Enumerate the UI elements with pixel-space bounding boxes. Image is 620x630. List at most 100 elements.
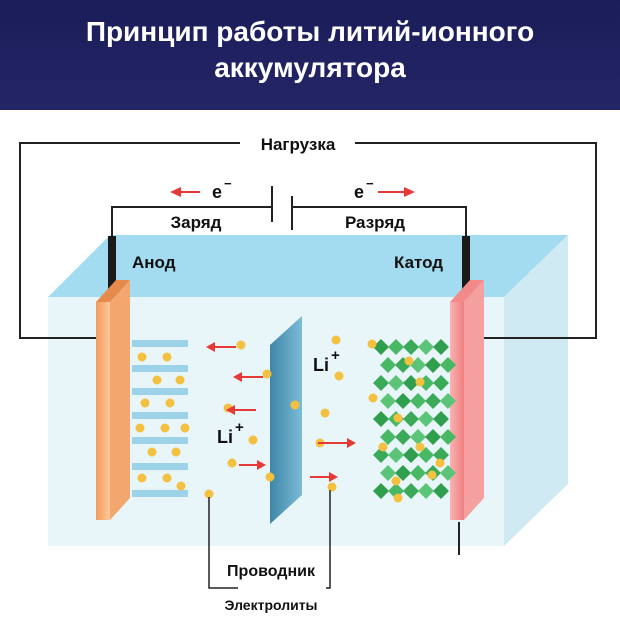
cathode-crystal [418,411,434,427]
lithium-ion [393,413,403,423]
discharge-arrow-head [404,187,415,197]
conductor-leader [208,497,238,589]
page-title: Принцип работы литий-ионного аккумулятор… [0,14,620,86]
charge-label: Заряд [171,213,222,232]
discharge-electron-indicator: e − [354,176,415,202]
discharge-wire [292,206,467,238]
lithium-ion [404,356,414,366]
cathode-crystal [403,339,419,355]
load-wire [19,142,240,339]
cathode-crystal [410,393,426,409]
ion-arrow-head [226,405,235,415]
battery-diagram: Нагрузка Заряд Разряд e − e − Анод Катод [19,135,597,613]
lithium-ion [162,473,172,483]
cathode-crystal [380,357,396,373]
title-line-2: аккумулятора [214,52,406,83]
lithium-ion [415,377,425,387]
lithium-ion [152,375,162,385]
cathode-crystal [403,483,419,499]
ion-arrow-head [257,460,266,470]
lithium-label-left: Li [217,427,233,447]
lithium-ion [435,458,445,468]
cathode-crystal [403,447,419,463]
cathode-crystal [373,339,389,355]
lithium-ion [236,340,246,350]
lithium-ion [262,369,272,379]
lithium-ion [137,473,147,483]
cell-top-face [48,235,568,297]
external-circuit [19,142,597,339]
lithium-ion [290,400,300,410]
lithium-ion [171,447,181,457]
cathode-crystal [380,465,396,481]
cathode-plate [450,280,484,520]
charge-wire [111,206,272,238]
discharge-label: Разряд [345,213,405,232]
cathode-plate-front [450,302,464,520]
conductor-callout [208,490,331,589]
load-label: Нагрузка [261,135,336,154]
lithium-ion [160,423,170,433]
charge-electron-indicator: e − [170,176,232,202]
cathode-crystal [403,375,419,391]
cathode-crystal [373,483,389,499]
title-banner: Принцип работы литий-ионного аккумулятор… [0,0,620,110]
cathode-crystal [433,339,449,355]
anode-terminal [108,236,116,294]
cathode-crystal [425,393,441,409]
cathode-label: Катод [394,253,443,272]
lithium-ion [334,371,344,381]
lithium-ion [204,489,214,499]
cathode-crystal-lattice [373,339,456,499]
cathode-crystal [425,429,441,445]
lithium-ion [176,481,186,491]
ion-arrow-head [329,472,338,482]
anode-plate [96,280,130,520]
lithium-label-right: Li [313,355,329,375]
title-line-1: Принцип работы литий-ионного [85,16,535,47]
cathode-plate-side [464,280,484,520]
ion-arrow-head [347,438,356,448]
load-wire-right [355,142,597,339]
lithium-ion [393,493,403,503]
graphite-layer [132,437,188,444]
anode-plate-front [96,302,110,520]
lithium-ion [135,423,145,433]
ion-arrow-head [233,372,242,382]
cathode-crystal [433,411,449,427]
cathode-crystal [373,411,389,427]
cathode-crystal [418,483,434,499]
anode-label: Анод [132,253,176,272]
cathode-crystal [380,393,396,409]
lithium-ion [162,352,172,362]
charge-electron-sign: − [224,176,232,191]
cell-right-face [504,235,568,546]
cathode-crystal [380,429,396,445]
lithium-ion [180,423,190,433]
lithium-ion [378,442,388,452]
graphite-layer [132,490,188,497]
lithium-ion [227,458,237,468]
separator-membrane [270,316,302,524]
lithium-charge-left: + [235,419,244,436]
charge-electron-symbol: e [212,182,222,202]
cathode-crystal [395,465,411,481]
lithium-ion [140,398,150,408]
lithium-ion [331,335,341,345]
graphite-layer [132,365,188,372]
lithium-ion [265,472,275,482]
ion-arrow [310,472,338,482]
cathode-crystal [410,429,426,445]
lithium-ion [175,375,185,385]
lithium-ion [327,482,337,492]
cathode-plate-top [450,280,484,302]
lithium-ion [320,408,330,418]
cathode-crystal [388,447,404,463]
lithium-ion [427,470,437,480]
graphite-layer [132,388,188,395]
cathode-crystal [440,393,456,409]
ion-migration-arrows [206,342,356,482]
lithium-ion [391,476,401,486]
lithium-ion [415,442,425,452]
lithium-ion [368,393,378,403]
